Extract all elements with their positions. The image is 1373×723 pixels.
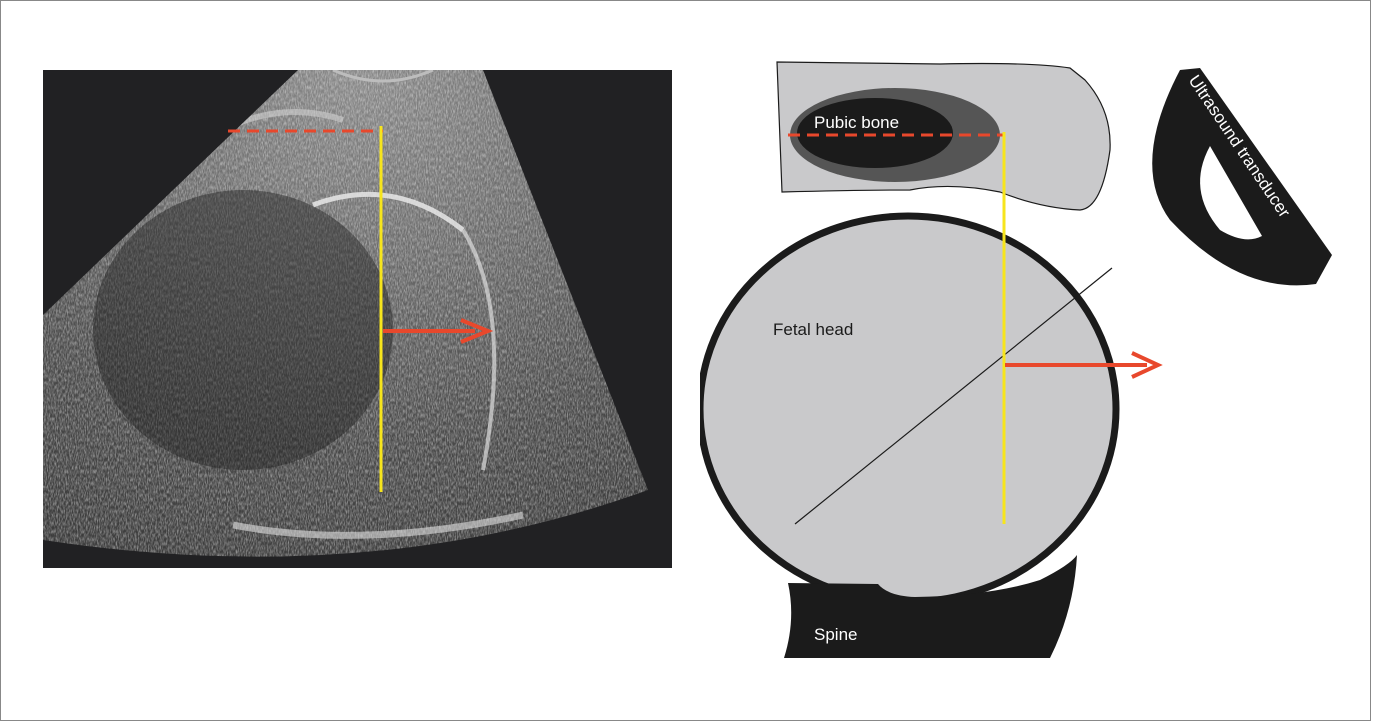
schematic-svg: Pubic bone Ultrasound transducer Fetal h… bbox=[700, 40, 1350, 700]
schematic-diagram: Pubic bone Ultrasound transducer Fetal h… bbox=[700, 40, 1350, 700]
ultrasound-image bbox=[43, 70, 672, 568]
pubic-bone-label: Pubic bone bbox=[814, 113, 899, 132]
pubic-bone-inner bbox=[797, 98, 953, 168]
spine-label: Spine bbox=[814, 625, 857, 644]
fetal-head-label: Fetal head bbox=[773, 320, 853, 339]
ultrasound-transducer: Ultrasound transducer bbox=[1152, 68, 1332, 285]
dark-region bbox=[93, 190, 393, 470]
ultrasound-svg bbox=[43, 70, 672, 568]
fetal-head bbox=[700, 216, 1116, 602]
